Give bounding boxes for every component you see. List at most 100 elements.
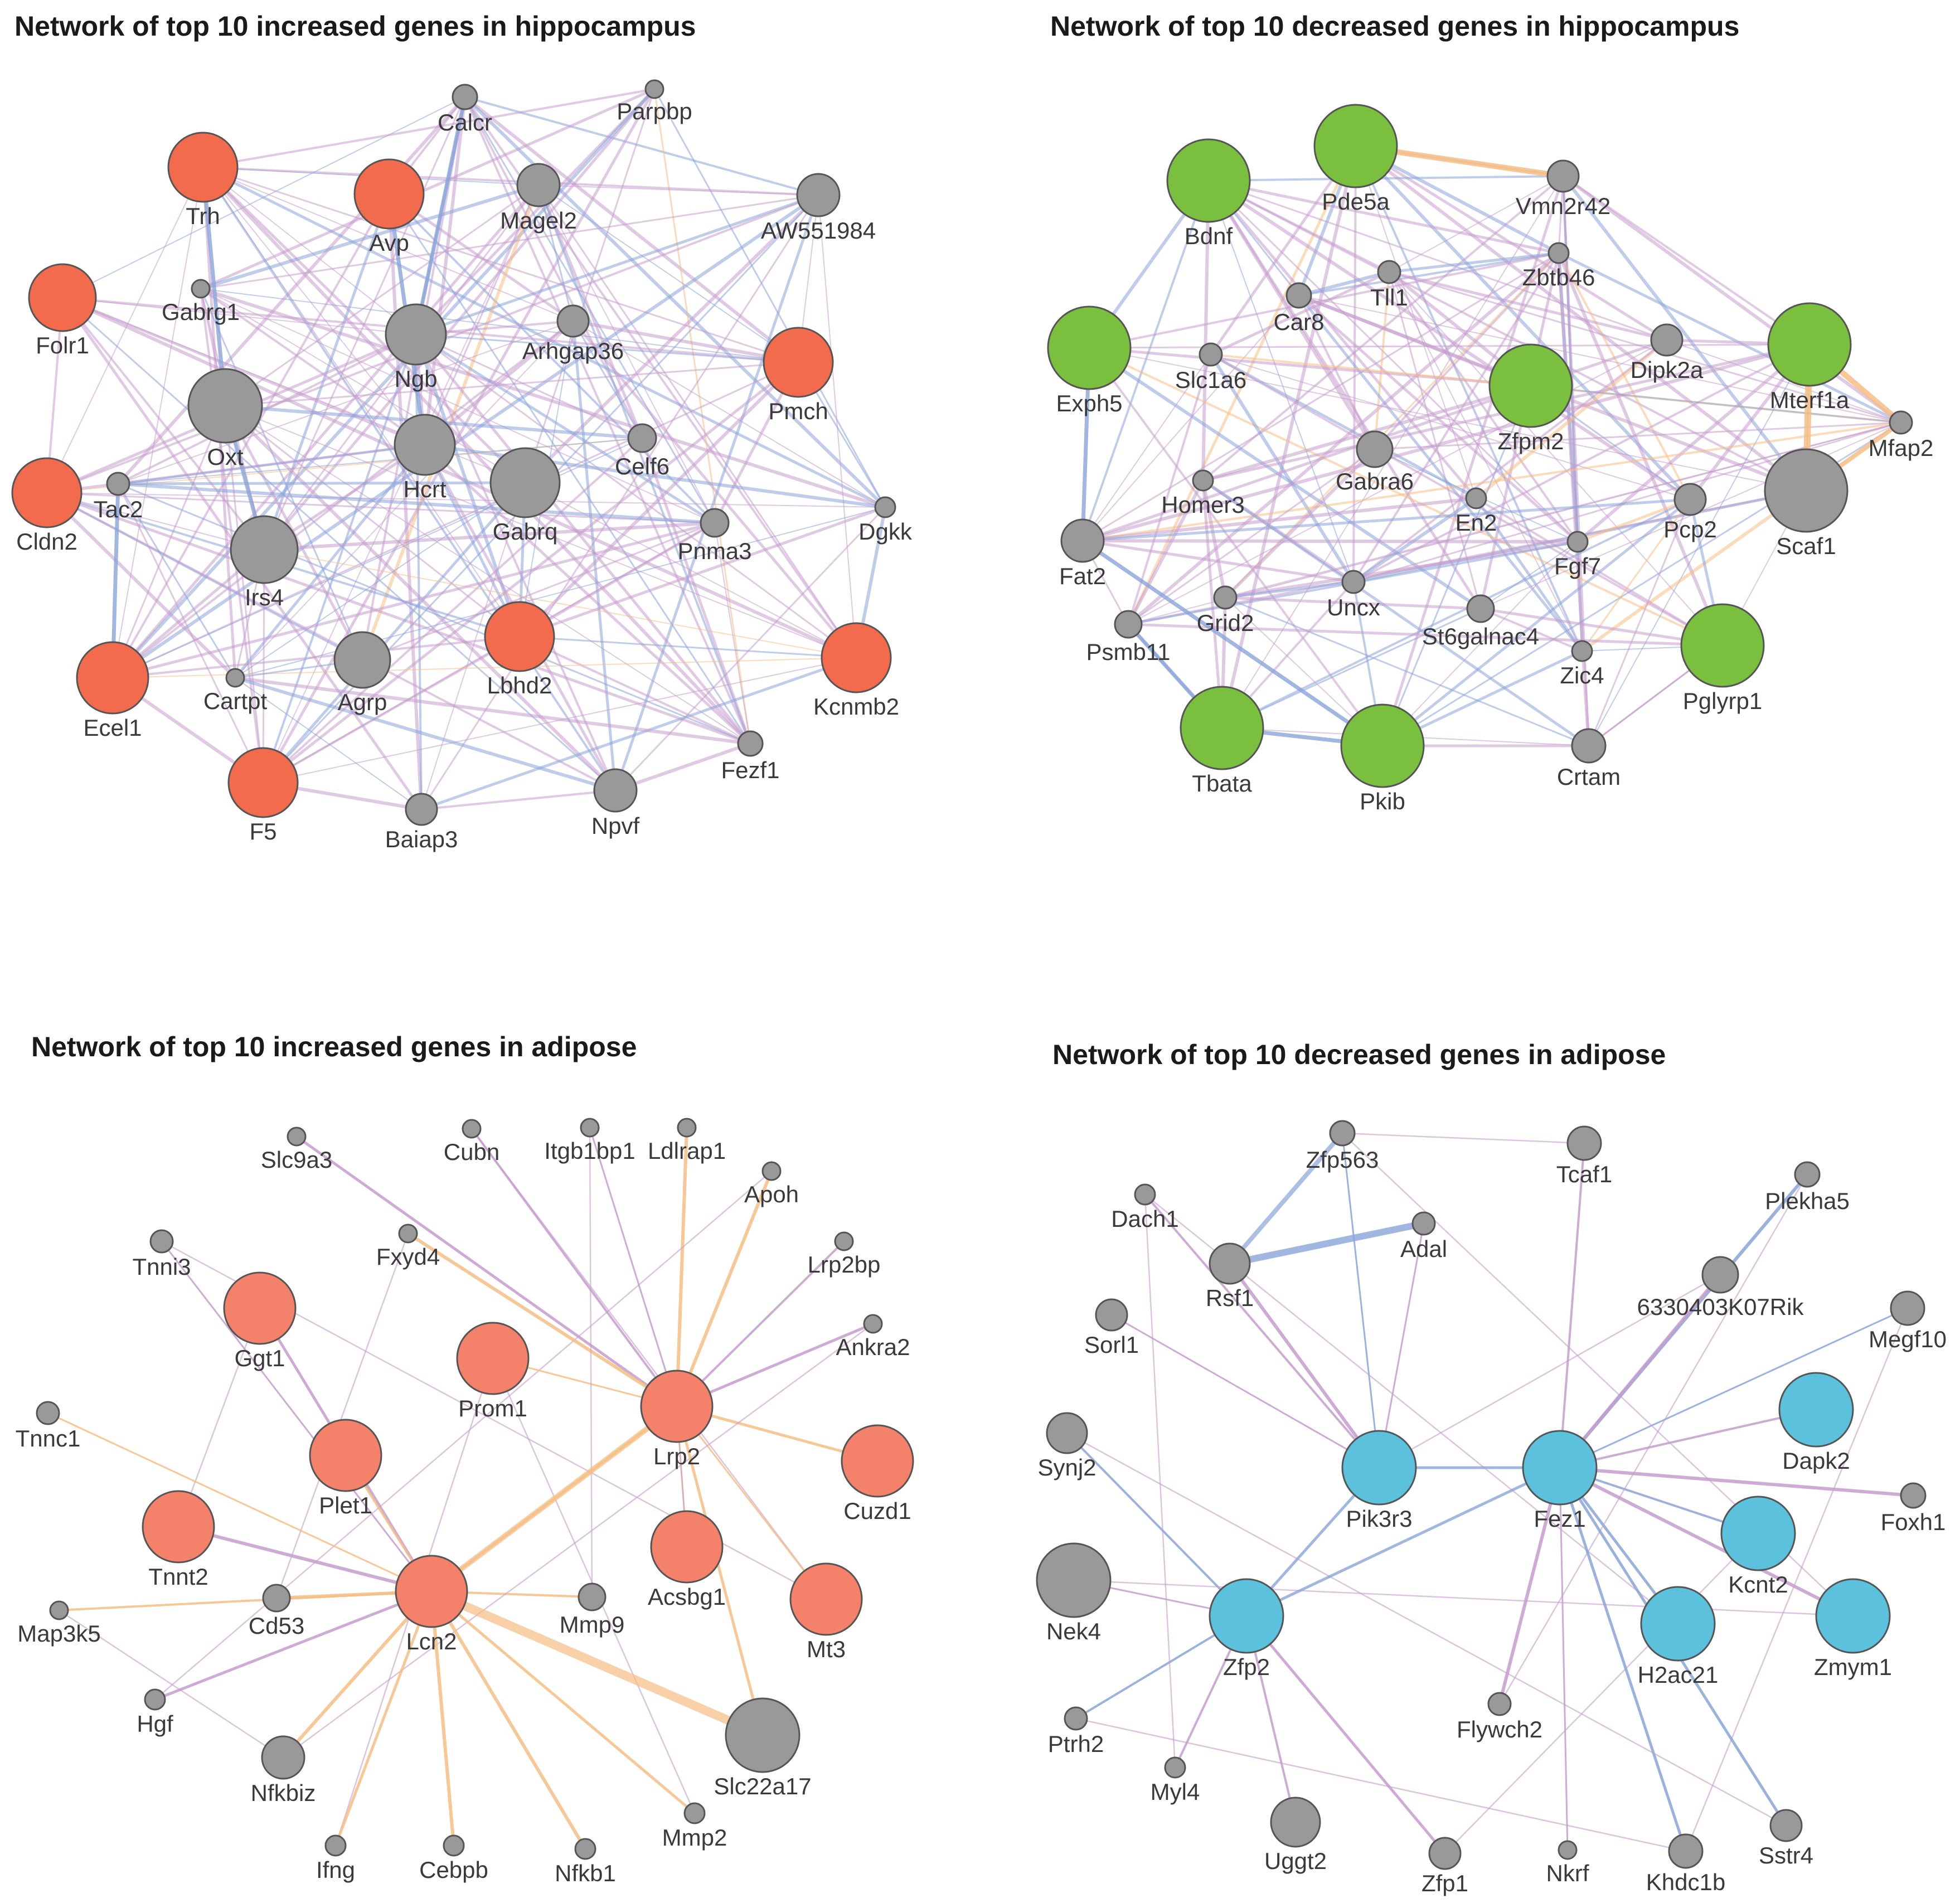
- node-ggt1[interactable]: [223, 1271, 297, 1345]
- node-prom1[interactable]: [456, 1322, 530, 1395]
- node-slc22a17[interactable]: [725, 1697, 801, 1773]
- node-apoh[interactable]: [761, 1161, 782, 1181]
- node-crtam[interactable]: [1571, 728, 1607, 764]
- node-mmp2[interactable]: [683, 1802, 706, 1824]
- node-pglyrp1[interactable]: [1680, 603, 1765, 688]
- node-hgf[interactable]: [144, 1688, 166, 1711]
- node-scaf1[interactable]: [1764, 448, 1849, 533]
- node-cebpb[interactable]: [443, 1834, 465, 1857]
- node-fezf1[interactable]: [737, 730, 764, 757]
- node-dach1[interactable]: [1134, 1183, 1156, 1206]
- node-slc9a3[interactable]: [287, 1127, 307, 1147]
- node-map3k5[interactable]: [49, 1600, 69, 1620]
- node-synj2[interactable]: [1046, 1412, 1088, 1454]
- node-npvf[interactable]: [593, 768, 638, 813]
- node-baiap3[interactable]: [405, 793, 438, 826]
- node-trh[interactable]: [167, 132, 239, 203]
- node-zfp1[interactable]: [1428, 1837, 1462, 1870]
- node-car8[interactable]: [1285, 282, 1312, 309]
- node-fat2[interactable]: [1060, 518, 1105, 563]
- node-cubn[interactable]: [462, 1119, 482, 1139]
- node-grid2[interactable]: [1213, 585, 1238, 610]
- node-tbata[interactable]: [1180, 686, 1264, 770]
- node-parpbp[interactable]: [644, 79, 664, 99]
- node-myl4[interactable]: [1164, 1756, 1186, 1779]
- node-nek4[interactable]: [1036, 1542, 1112, 1618]
- node-slc1a6[interactable]: [1199, 342, 1223, 367]
- node-pik3r3[interactable]: [1341, 1430, 1417, 1506]
- node-plet1[interactable]: [309, 1419, 382, 1492]
- node-zfp563[interactable]: [1329, 1120, 1356, 1147]
- node-tnni3[interactable]: [149, 1229, 174, 1254]
- node-mt3[interactable]: [789, 1562, 863, 1636]
- node-ldlrap1[interactable]: [677, 1118, 697, 1138]
- node-tnnc1[interactable]: [36, 1401, 60, 1425]
- node-kcnt2[interactable]: [1720, 1496, 1796, 1571]
- node-cd53[interactable]: [262, 1584, 291, 1613]
- node-oxt[interactable]: [187, 368, 263, 444]
- node-pcp2[interactable]: [1673, 483, 1707, 516]
- node-itgb1bp1[interactable]: [580, 1118, 600, 1138]
- node-lbhd2[interactable]: [484, 601, 555, 672]
- node-aw551984[interactable]: [796, 173, 841, 217]
- node-ankra2[interactable]: [863, 1314, 883, 1334]
- node-irs4[interactable]: [230, 515, 299, 584]
- node-kcnmb2[interactable]: [821, 622, 892, 693]
- node-hcrt[interactable]: [394, 414, 456, 476]
- node-agrp[interactable]: [333, 631, 391, 689]
- node-sorl1[interactable]: [1095, 1298, 1128, 1332]
- node-fez1[interactable]: [1522, 1430, 1598, 1506]
- node-st6galnac4[interactable]: [1466, 594, 1495, 623]
- node-zic4[interactable]: [1571, 640, 1593, 662]
- node-mterf1a[interactable]: [1767, 302, 1852, 387]
- node-tll1[interactable]: [1377, 260, 1401, 284]
- node-sstr4[interactable]: [1769, 1809, 1803, 1842]
- node-gabrg1[interactable]: [191, 279, 211, 299]
- node-magel2[interactable]: [516, 163, 561, 207]
- node-f5[interactable]: [227, 747, 299, 818]
- node-khdc1b[interactable]: [1668, 1833, 1704, 1869]
- node-fxyd4[interactable]: [398, 1224, 418, 1244]
- node-acsbg1[interactable]: [650, 1510, 724, 1584]
- node-dipk2a[interactable]: [1650, 323, 1684, 357]
- node-pmch[interactable]: [763, 327, 834, 398]
- node-folr1[interactable]: [28, 263, 97, 332]
- node-plekha5[interactable]: [1794, 1161, 1821, 1188]
- node-nfkbiz[interactable]: [261, 1735, 305, 1780]
- node-zbtb46[interactable]: [1547, 242, 1570, 264]
- node-tac2[interactable]: [106, 472, 130, 496]
- node-celf6[interactable]: [627, 423, 657, 453]
- node-zfpm2[interactable]: [1488, 343, 1573, 428]
- node-tnnt2[interactable]: [142, 1490, 215, 1564]
- node-tcaf1[interactable]: [1566, 1125, 1602, 1161]
- node-pde5a[interactable]: [1313, 104, 1398, 188]
- node-mfap2[interactable]: [1889, 410, 1913, 435]
- node-mmp9[interactable]: [578, 1582, 607, 1611]
- node-homer3[interactable]: [1192, 469, 1214, 492]
- node-adal[interactable]: [1411, 1211, 1436, 1236]
- node-dapk2[interactable]: [1778, 1372, 1854, 1448]
- node-ifng[interactable]: [324, 1834, 347, 1857]
- node-exph5[interactable]: [1047, 305, 1132, 390]
- node-megf10[interactable]: [1890, 1290, 1925, 1326]
- node-ecel1[interactable]: [76, 641, 149, 715]
- node-ptrh2[interactable]: [1064, 1706, 1088, 1731]
- node-dgkk[interactable]: [874, 496, 896, 518]
- node-foxh1[interactable]: [1900, 1482, 1927, 1509]
- node-h2ac21[interactable]: [1640, 1586, 1716, 1662]
- node-ngb[interactable]: [385, 303, 447, 366]
- node-avp[interactable]: [353, 158, 425, 230]
- node-gabra6[interactable]: [1356, 430, 1394, 468]
- node-en2[interactable]: [1465, 487, 1487, 509]
- node-fgf7[interactable]: [1566, 531, 1589, 553]
- node-cuzd1[interactable]: [841, 1424, 914, 1498]
- node-lrp2bp[interactable]: [834, 1231, 854, 1251]
- node-nfkb1[interactable]: [574, 1838, 596, 1860]
- node-pkib[interactable]: [1340, 703, 1425, 788]
- node-zfp2[interactable]: [1209, 1578, 1284, 1654]
- node-uggt2[interactable]: [1270, 1797, 1321, 1848]
- node-lrp2[interactable]: [640, 1370, 714, 1443]
- node-cldn2[interactable]: [11, 457, 83, 528]
- node-zmym1[interactable]: [1815, 1578, 1891, 1654]
- node-uncx[interactable]: [1341, 570, 1366, 594]
